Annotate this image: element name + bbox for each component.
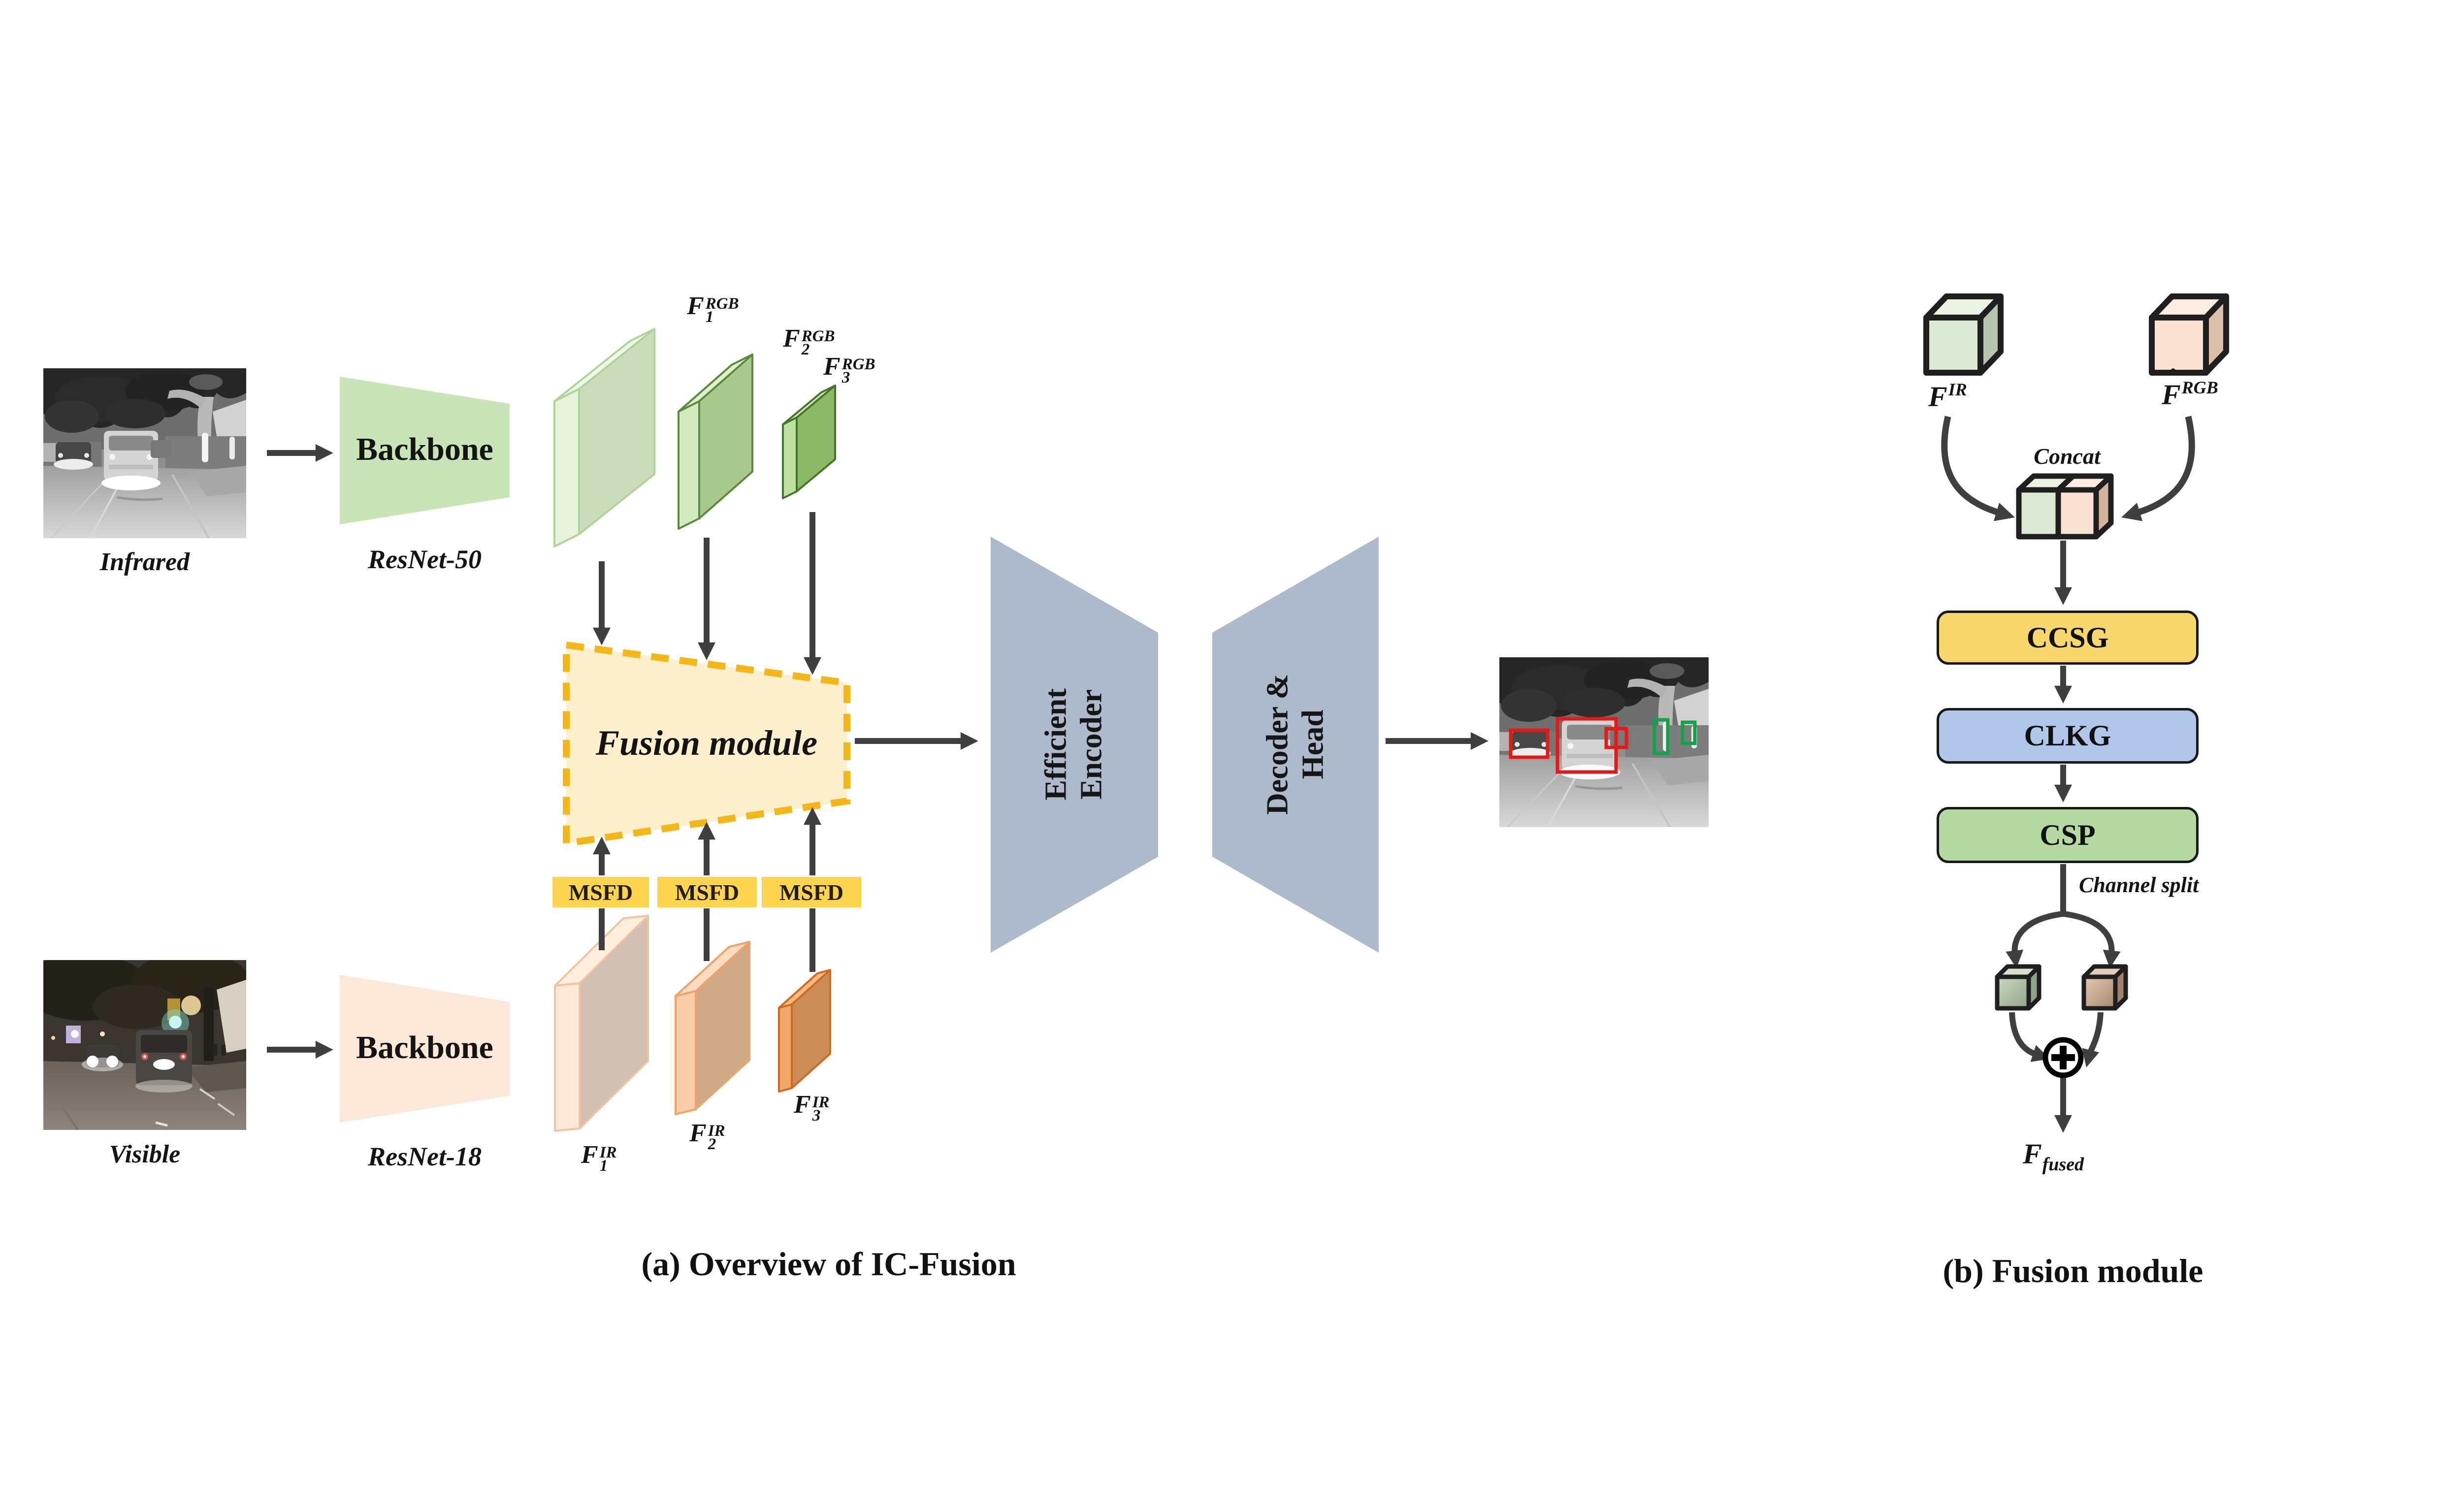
f1-ir-base: F bbox=[581, 1141, 598, 1169]
fir-sup: IR bbox=[1948, 380, 1967, 399]
msfd-block-2: MSFD bbox=[657, 877, 757, 907]
f2-rgb-base: F bbox=[783, 324, 800, 353]
concat-label: Concat bbox=[2034, 444, 2101, 469]
frgb-cube bbox=[2149, 293, 2229, 376]
pedestrian-detection-boxes bbox=[1652, 718, 1697, 755]
fir-cube bbox=[1923, 293, 2004, 376]
frgb-sup: RGB bbox=[2181, 378, 2218, 397]
split-cube-rgb bbox=[2081, 964, 2128, 1011]
f1-rgb-base: F bbox=[687, 292, 704, 320]
detection-output-photo bbox=[1499, 657, 1709, 827]
visible-label: Visible bbox=[109, 1140, 181, 1168]
encoder-line1: Efficient bbox=[1039, 688, 1073, 801]
ir-feature-slab-2 bbox=[675, 941, 750, 1115]
msfd-block-3: MSFD bbox=[762, 877, 861, 907]
clkg-block: CLKG bbox=[1937, 708, 2199, 764]
panel-a-caption: (a) Overview of IC-Fusion bbox=[641, 1245, 1016, 1283]
frgb-hat: ˆ bbox=[2170, 365, 2177, 389]
encoder-line2: Encoder bbox=[1074, 689, 1108, 800]
f1-rgb-sup: RGB bbox=[705, 294, 739, 313]
f2-ir-sub: 2 bbox=[708, 1135, 716, 1153]
concat-cube bbox=[2016, 473, 2114, 540]
backbone-ir-trapezoid bbox=[340, 975, 510, 1123]
decoder-line2: Head bbox=[1296, 709, 1329, 779]
panel-b-caption: (b) Fusion module bbox=[1943, 1252, 2203, 1289]
decoder-head-label: Decoder & Head bbox=[1148, 636, 1443, 853]
fusion-chain-arrows bbox=[2006, 541, 2121, 1133]
backbone-ir-label: Backbone bbox=[356, 1029, 493, 1065]
split-cube-ir bbox=[1995, 964, 2041, 1011]
ir-feature-slab-1 bbox=[554, 915, 649, 1132]
ir-feature-slab-3 bbox=[778, 969, 831, 1093]
fir-base: F bbox=[1928, 381, 1947, 413]
backbone-rgb-label: Backbone bbox=[356, 431, 493, 467]
concat-arrows bbox=[1941, 416, 2195, 521]
f1-ir-sup: IR bbox=[599, 1143, 617, 1161]
rgb-feature-slab-3 bbox=[782, 385, 836, 499]
resnet18-label: ResNet-18 bbox=[368, 1142, 482, 1171]
rgb-feature-slab-1 bbox=[553, 328, 655, 547]
fir-cube-label: FIR bbox=[1928, 379, 1967, 413]
f3-rgb-sub: 3 bbox=[842, 369, 850, 386]
backbone-rgb-trapezoid bbox=[340, 377, 510, 524]
efficient-encoder-trapezoid bbox=[991, 537, 1158, 953]
fusion-module-trapezoid bbox=[563, 641, 850, 848]
f-fused-sub: fused bbox=[2042, 1154, 2084, 1175]
fusion-module-label: Fusion module bbox=[595, 723, 818, 763]
decoder-line1: Decoder & bbox=[1261, 674, 1295, 815]
channel-split-label: Channel split bbox=[2079, 873, 2199, 897]
f2-rgb-sub: 2 bbox=[801, 341, 810, 358]
f1-rgb-sub: 1 bbox=[705, 308, 714, 326]
f3-rgb-base: F bbox=[823, 353, 841, 381]
f3-ir-sub: 3 bbox=[812, 1107, 821, 1125]
f2-rgb-sup: RGB bbox=[801, 327, 835, 345]
resnet50-label: ResNet-50 bbox=[368, 545, 482, 574]
car-detection-boxes bbox=[1509, 717, 1628, 774]
csp-block: CSP bbox=[1937, 807, 2199, 863]
infrared-label: Infrared bbox=[99, 548, 190, 576]
f2-ir-sup: IR bbox=[708, 1122, 725, 1140]
infrared-input-photo bbox=[43, 368, 246, 538]
f1-ir-sub: 1 bbox=[599, 1157, 608, 1175]
f-fused-base: F bbox=[2023, 1138, 2042, 1170]
f3-rgb-sup: RGB bbox=[842, 355, 875, 373]
f3-ir-sup: IR bbox=[812, 1093, 830, 1111]
frgb-base: F bbox=[2162, 379, 2181, 411]
f-fused-label: Ffused bbox=[2023, 1137, 2084, 1175]
decoder-head-trapezoid bbox=[1212, 537, 1379, 953]
msfd-block-1: MSFD bbox=[552, 877, 649, 907]
visible-input-photo bbox=[21, 952, 250, 1130]
rgb-feature-slab-2 bbox=[678, 354, 753, 530]
ccsg-block: CCSG bbox=[1937, 611, 2199, 665]
flow-arrows bbox=[267, 444, 1489, 1059]
f2-ir-base: F bbox=[689, 1119, 707, 1147]
f3-ir-base: F bbox=[794, 1091, 811, 1119]
sum-icon bbox=[2042, 1037, 2084, 1078]
